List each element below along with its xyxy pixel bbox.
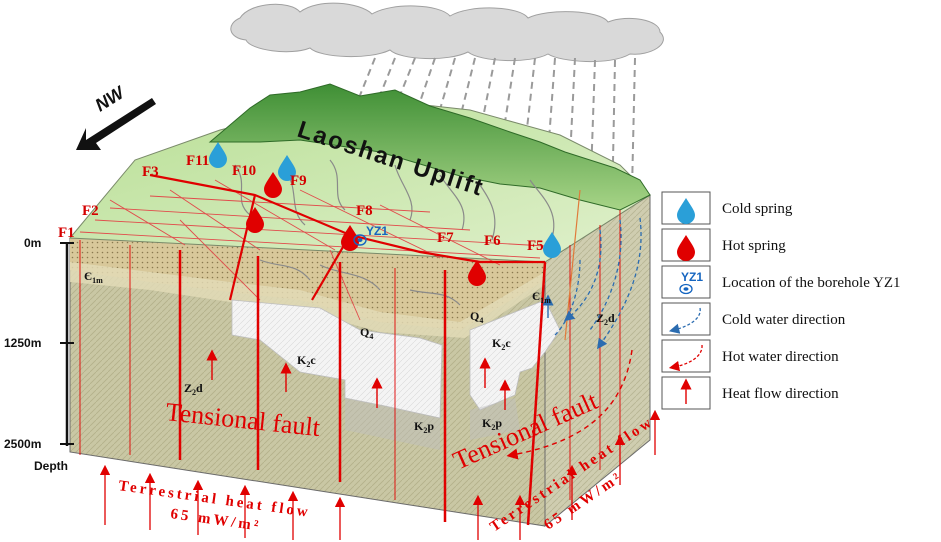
- fault-label: F3: [142, 164, 159, 180]
- cold-spring-icon: [278, 155, 296, 181]
- drainage-lines: [234, 159, 555, 306]
- legend-label: Cold spring: [722, 201, 793, 217]
- unit-label: Z2d: [184, 381, 203, 397]
- compass: NW: [76, 81, 156, 150]
- hot-water-arrow-icon: [668, 344, 703, 372]
- legend-label: Hot spring: [722, 238, 786, 254]
- legend-box: [661, 339, 711, 373]
- fault-label: F8: [356, 203, 373, 219]
- hot-spring-icon: [468, 260, 486, 286]
- cold-water-arrow-icon: [668, 307, 701, 334]
- cold-spring-icon: [677, 198, 695, 224]
- depth-axis: 0m 1250m 2500m Depth: [4, 236, 74, 473]
- legend-label: Location of the borehole YZ1: [722, 275, 901, 291]
- cold-spring-icon: [543, 232, 561, 258]
- compass-label: NW: [92, 81, 130, 115]
- depth-axis-title: Depth: [34, 459, 68, 473]
- unit-label: Z2d: [596, 311, 615, 327]
- laoshan-uplift-ridge: [208, 83, 651, 211]
- quaternary-band: [70, 238, 545, 330]
- fault-label: F9: [290, 173, 307, 189]
- legend: YZ1 Cold spring Hot spring Location of t…: [661, 191, 901, 410]
- unit-label: Q4: [360, 325, 373, 341]
- hot-spring-icon: [246, 207, 264, 233]
- k2c-body-front: [231, 299, 443, 419]
- borehole-label: YZ1: [366, 224, 388, 238]
- unit-label: Є1m: [532, 289, 551, 305]
- unit-label: Є1m: [84, 269, 103, 285]
- legend-borehole-label: YZ1: [681, 270, 703, 284]
- legend-label: Hot water direction: [722, 349, 839, 365]
- unit-label: K2p: [414, 419, 434, 435]
- legend-label: Heat flow direction: [722, 386, 839, 402]
- cloud: [230, 2, 664, 62]
- unit-label: K2c: [492, 336, 511, 352]
- heat-flow-arrows-base: [99, 409, 661, 540]
- legend-label: Cold water direction: [722, 312, 846, 328]
- unit-label: K2p: [482, 416, 502, 432]
- fault-label: F7: [437, 230, 454, 246]
- hot-spring-icon: [677, 235, 695, 261]
- borehole-icon: YZ1: [679, 270, 703, 295]
- borehole-icon: [353, 234, 367, 246]
- hot-spring-icon: [341, 225, 359, 251]
- hot-spring-icon: [264, 172, 282, 198]
- k2c-body-side: [469, 299, 561, 411]
- fault-label: F2: [82, 203, 99, 219]
- legend-box: [661, 302, 711, 336]
- cold-water-arrows: [554, 217, 642, 350]
- hot-water-arrow: [506, 349, 633, 460]
- unit-label: K2c: [297, 353, 316, 369]
- depth-tick: 2500m: [4, 437, 41, 451]
- fault-label: F6: [484, 233, 501, 249]
- vertical-faults: [79, 210, 621, 526]
- depth-tick: 1250m: [4, 336, 41, 350]
- legend-box: [661, 265, 711, 299]
- heat-flow-arrows-internal: [206, 349, 511, 410]
- fault-label: F5: [527, 238, 544, 254]
- fault-label: F10: [232, 163, 256, 179]
- fault-label: F1: [58, 225, 75, 241]
- unit-label: Q4: [470, 309, 483, 325]
- cold-spring-icon: [209, 142, 227, 168]
- fault-label: F11: [186, 153, 209, 169]
- depth-tick: 0m: [24, 236, 41, 250]
